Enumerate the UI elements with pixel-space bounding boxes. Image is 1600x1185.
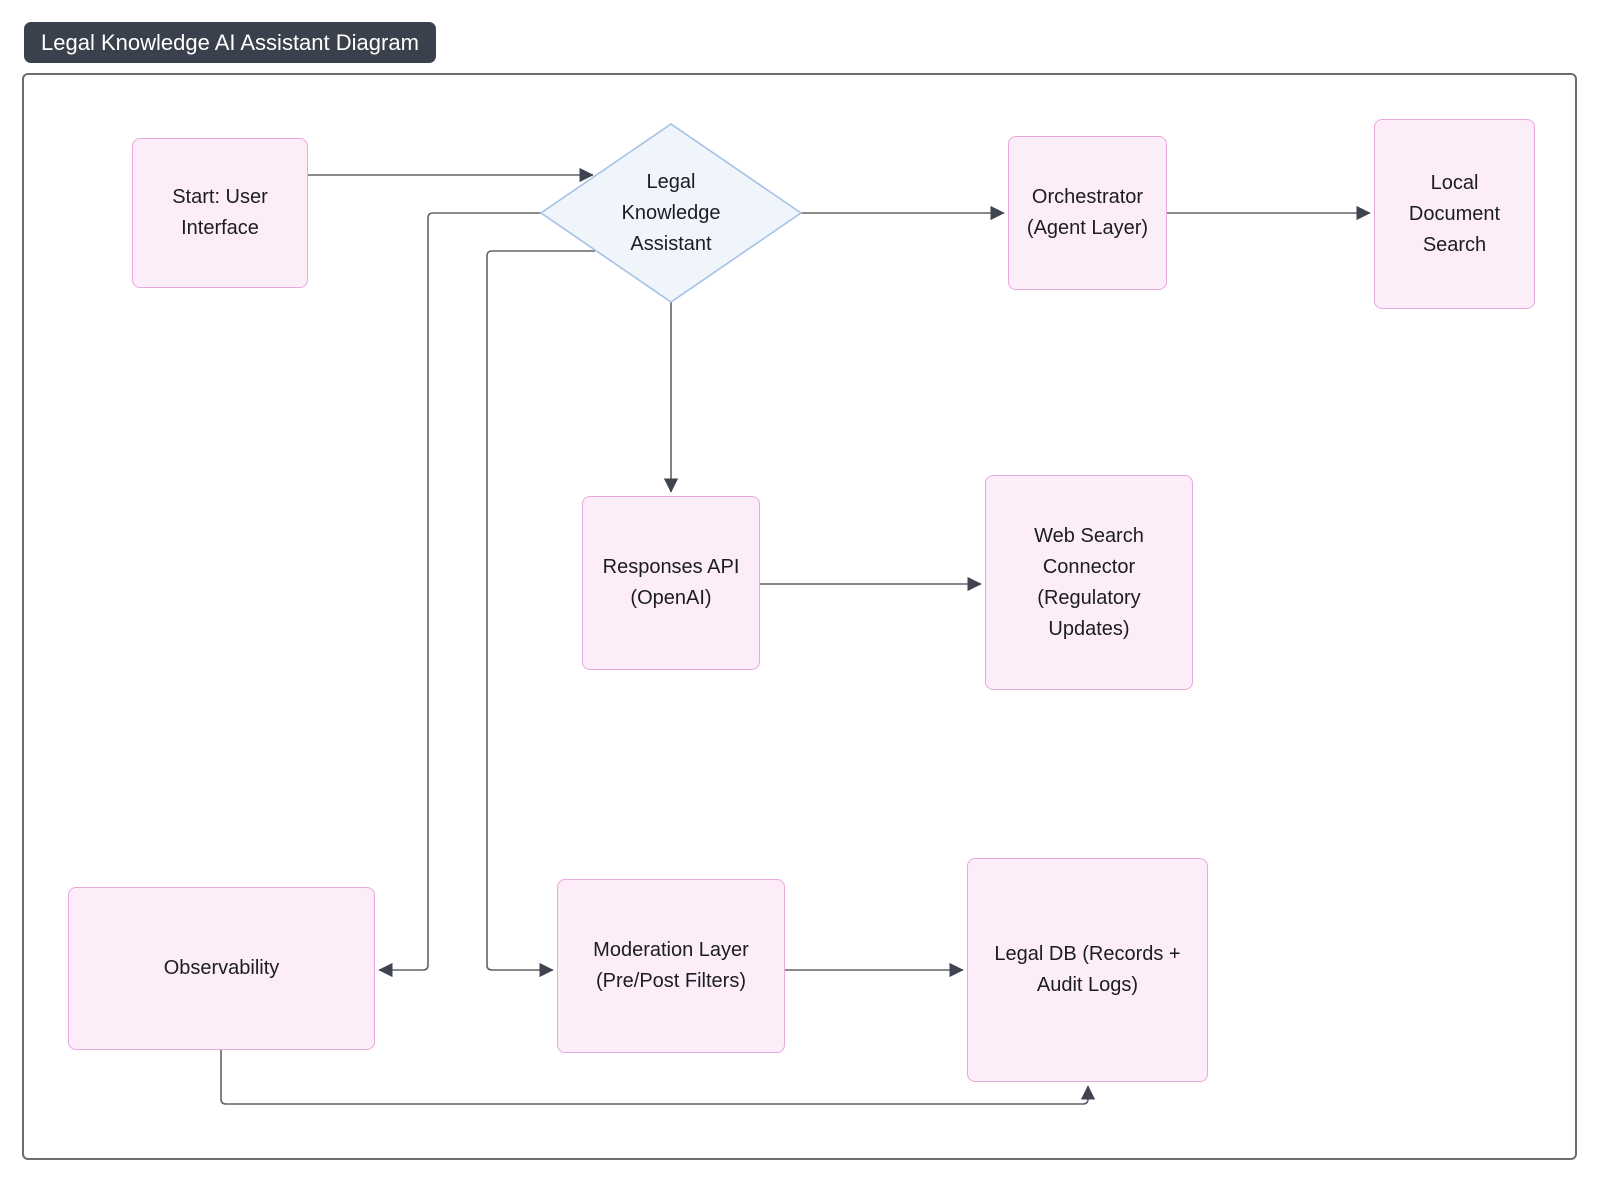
node-local-document-search: Local Document Search <box>1374 119 1535 309</box>
node-legal-knowledge-assistant: Legal Knowledge Assistant <box>591 150 751 276</box>
edge-assistant-to-moderation <box>486 250 595 978</box>
node-observability-label: Observability <box>163 957 280 979</box>
node-legal-knowledge-assistant-shape <box>539 123 803 303</box>
node-start-user-interface-label: Start: User Interface <box>172 186 268 239</box>
node-responses-api-openai-label: Responses API (OpenAI) <box>602 556 740 609</box>
edge-assistant-to-observability <box>378 212 541 978</box>
node-legal-db-label: Legal DB (Records + Audit Logs) <box>994 943 1181 996</box>
node-web-search-connector-label: Web Search Connector (Regulatory Updates… <box>1034 524 1144 640</box>
node-responses-api-openai: Responses API (OpenAI) <box>582 496 760 670</box>
node-orchestrator-agent-layer: Orchestrator (Agent Layer) <box>1008 136 1167 290</box>
node-orchestrator-agent-layer-label: Orchestrator (Agent Layer) <box>1026 186 1149 239</box>
node-web-search-connector: Web Search Connector (Regulatory Updates… <box>985 475 1193 690</box>
edge-observability-to-legal-db <box>220 1050 1096 1105</box>
node-legal-db: Legal DB (Records + Audit Logs) <box>967 858 1208 1082</box>
node-moderation-layer: Moderation Layer (Pre/Post Filters) <box>557 879 785 1053</box>
node-legal-knowledge-assistant-label: Legal Knowledge Assistant <box>621 170 721 255</box>
node-moderation-layer-label: Moderation Layer (Pre/Post Filters) <box>593 939 749 992</box>
diagram-title: Legal Knowledge AI Assistant Diagram <box>41 29 419 55</box>
node-start-user-interface: Start: User Interface <box>132 138 308 288</box>
node-local-document-search-label: Local Document Search <box>1408 171 1501 256</box>
diagram-title-badge: Legal Knowledge AI Assistant Diagram <box>24 22 436 63</box>
node-observability: Observability <box>68 887 375 1050</box>
